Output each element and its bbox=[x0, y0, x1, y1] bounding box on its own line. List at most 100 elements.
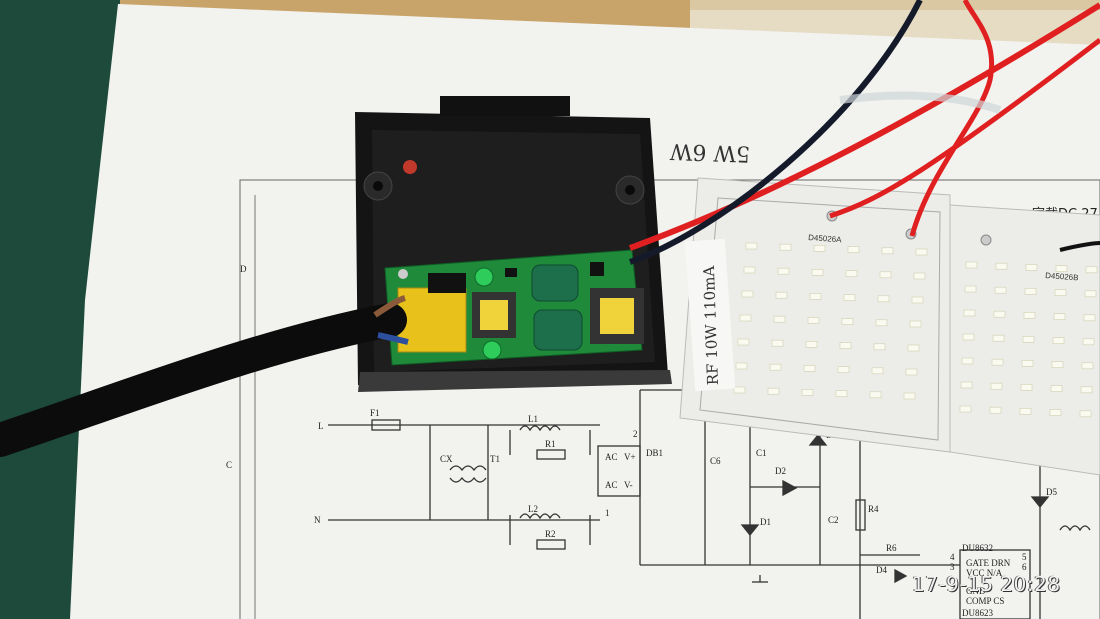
led-chip bbox=[745, 242, 758, 250]
led-chip bbox=[1021, 360, 1034, 367]
bridge-vminus: V- bbox=[624, 480, 633, 490]
led-chip bbox=[1020, 384, 1033, 391]
ic-pin-gnd: GND bbox=[966, 586, 986, 596]
led-chip bbox=[1055, 265, 1068, 272]
led-chip bbox=[873, 343, 886, 351]
cap-c2-label: C2 bbox=[828, 515, 839, 525]
led-chip bbox=[1025, 264, 1038, 271]
transformer-label: T1 bbox=[490, 454, 500, 464]
led-chip bbox=[994, 286, 1007, 294]
led-chip bbox=[964, 285, 977, 293]
led-chip bbox=[1051, 361, 1064, 368]
row-label-d: D bbox=[240, 264, 247, 274]
electrolytic-cap-2 bbox=[533, 309, 583, 351]
led-chip bbox=[869, 391, 882, 399]
led-chip bbox=[809, 293, 822, 300]
led-chip bbox=[769, 363, 782, 371]
bridge-label: DB1 bbox=[646, 448, 663, 458]
fuse-label: F1 bbox=[370, 408, 380, 418]
led-chip bbox=[839, 342, 852, 349]
pin-2-label: 2 bbox=[633, 429, 638, 439]
bridge-vplus: V+ bbox=[624, 452, 636, 462]
led-chip bbox=[775, 291, 788, 299]
resistor-r6-label: R6 bbox=[886, 543, 897, 553]
led-chip bbox=[915, 248, 928, 256]
led-chip bbox=[801, 389, 814, 396]
led-chip bbox=[767, 387, 780, 395]
led-chip bbox=[991, 358, 1004, 366]
led-chip bbox=[1019, 408, 1032, 415]
led-chip bbox=[1080, 386, 1093, 394]
led-chip bbox=[1024, 288, 1037, 295]
inductor-l1-label: L1 bbox=[528, 414, 538, 424]
led-chip bbox=[1054, 289, 1067, 296]
led-chip bbox=[813, 245, 826, 252]
led-chip bbox=[879, 271, 892, 279]
led-chip bbox=[737, 338, 750, 346]
led-chip bbox=[881, 247, 894, 255]
led-chip bbox=[739, 314, 752, 322]
handwritten-board-note: RF 10W 110mA bbox=[700, 265, 722, 385]
led-chip bbox=[965, 261, 978, 269]
ic-pin-gate: GATE DRN bbox=[966, 558, 1011, 568]
led-chip bbox=[1085, 266, 1098, 274]
led-chip bbox=[1049, 409, 1062, 416]
led-chip bbox=[993, 310, 1006, 318]
led-chip bbox=[961, 357, 974, 365]
red-wire-1 bbox=[628, 2, 1100, 251]
led-chip bbox=[773, 315, 786, 323]
black-wire bbox=[628, 0, 923, 265]
ic-pin-5: 5 bbox=[1022, 552, 1027, 562]
red-wire-2 bbox=[909, 0, 995, 237]
led-chip bbox=[743, 266, 756, 274]
bridge-ac1: AC bbox=[605, 452, 618, 462]
led-chip bbox=[841, 318, 854, 325]
led-chip bbox=[990, 382, 1003, 390]
led-chip bbox=[835, 390, 848, 397]
led-chip bbox=[905, 368, 918, 376]
led-chip bbox=[1079, 410, 1092, 418]
diode-d5-label: D5 bbox=[1046, 487, 1057, 497]
led-chip bbox=[741, 290, 754, 298]
handwritten-note-top: 5W 6W bbox=[669, 138, 750, 166]
photo-timestamp: 17-9-15 20:28 bbox=[912, 572, 1061, 596]
board-1-code: D45026A bbox=[808, 233, 843, 244]
led-chip bbox=[837, 366, 850, 373]
ic-2-label: DU8623 bbox=[962, 608, 993, 618]
ic-pin-6: 6 bbox=[1022, 562, 1027, 572]
ic-pin-comp: COMP CS bbox=[966, 596, 1004, 606]
led-chip bbox=[1083, 314, 1096, 322]
resistor-r4-label: R4 bbox=[868, 504, 879, 514]
resistor-r1-label: R1 bbox=[545, 439, 556, 449]
led-chip bbox=[803, 365, 816, 372]
electrolytic-cap-1 bbox=[531, 264, 579, 302]
led-chip bbox=[811, 269, 824, 276]
led-chip bbox=[909, 320, 922, 328]
led-chip bbox=[847, 246, 860, 253]
led-chip bbox=[1052, 337, 1065, 344]
board-2-code: D45026B bbox=[1045, 271, 1079, 282]
pin-1-label: 1 bbox=[605, 508, 610, 518]
led-chip bbox=[989, 406, 1002, 414]
line-label: L bbox=[318, 421, 324, 431]
neutral-label: N bbox=[314, 515, 321, 525]
led-chip bbox=[777, 267, 790, 275]
led-chip bbox=[771, 339, 784, 347]
led-chip bbox=[960, 381, 973, 389]
ic-1-label: DU8632 bbox=[962, 543, 993, 553]
diode-d4-label: D4 bbox=[876, 565, 887, 575]
led-chip bbox=[1023, 312, 1036, 319]
led-chip bbox=[1084, 290, 1097, 298]
diode-d2-label: D2 bbox=[775, 466, 786, 476]
led-chip bbox=[735, 362, 748, 370]
inductor-l2-label: L2 bbox=[528, 504, 538, 514]
led-chip bbox=[871, 367, 884, 375]
led-chip bbox=[1022, 336, 1035, 343]
ic-pin-3: 3 bbox=[950, 562, 955, 572]
led-chip bbox=[1053, 313, 1066, 320]
row-label-c: C bbox=[226, 460, 232, 470]
led-chip bbox=[963, 309, 976, 317]
led-chip bbox=[845, 270, 858, 277]
